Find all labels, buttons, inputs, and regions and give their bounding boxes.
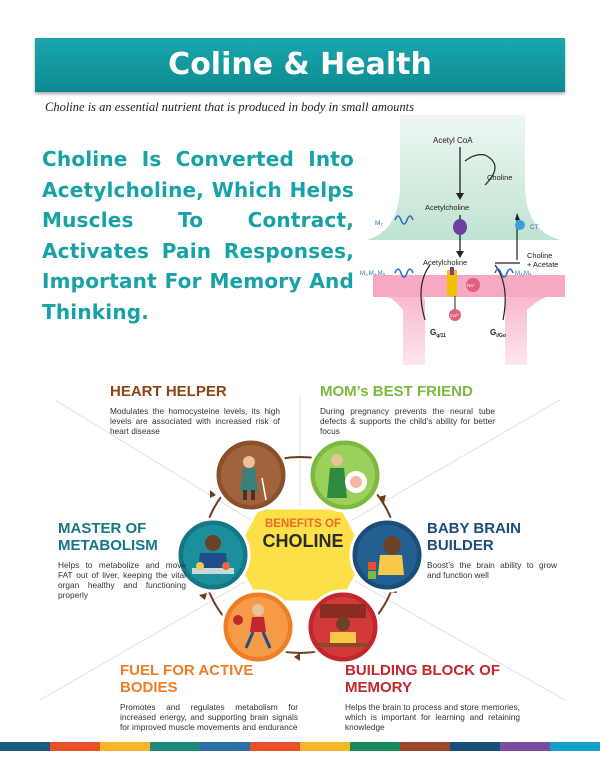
svg-text:Acetylcholine: Acetylcholine — [425, 203, 469, 212]
heart-helper-block: HEART HELPER Modulates the homocysteine … — [110, 383, 280, 436]
fuel-title-line1: FUEL FOR ACTIVE — [120, 662, 254, 679]
stripe-segment — [400, 742, 450, 751]
stripe-segment — [550, 742, 600, 751]
fuel-active-bodies-block: FUEL FOR ACTIVE BODIES Promotes and regu… — [120, 662, 298, 732]
stripe-segment — [350, 742, 400, 751]
mom-best-friend-illustration — [307, 437, 383, 513]
stripe-segment — [450, 742, 500, 751]
subtitle: Choline is an essential nutrient that is… — [45, 100, 414, 114]
baby-brain-title-line2: BUILDER — [427, 537, 494, 554]
synapse-diagram: Acetyl CoA Choline Acetylcholine Acetylc… — [360, 115, 565, 365]
mom-best-friend-desc: During pregnancy prevents the neural tub… — [320, 406, 495, 436]
metabolism-title-line1: MASTER OF — [58, 520, 147, 537]
svg-text:Acetyl CoA: Acetyl CoA — [433, 136, 473, 145]
heart-helper-illustration — [213, 437, 289, 513]
svg-text:Na⁺: Na⁺ — [467, 283, 476, 288]
fuel-desc: Promotes and regulates metabolism for in… — [120, 702, 298, 732]
svg-text:Ca²⁺: Ca²⁺ — [450, 313, 460, 318]
svg-text:Choline: Choline — [527, 251, 552, 260]
stripe-segment — [300, 742, 350, 751]
stripe-segment — [250, 742, 300, 751]
fuel-active-bodies-illustration — [220, 589, 296, 665]
stripe-segment — [500, 742, 550, 751]
baby-brain-block: BABY BRAIN BUILDER Boost’s the brain abi… — [427, 520, 557, 580]
svg-text:Choline: Choline — [487, 173, 512, 182]
memory-block: BUILDING BLOCK OF MEMORY Helps the brain… — [345, 662, 520, 732]
fuel-title-line2: BODIES — [120, 679, 178, 696]
stripe-segment — [150, 742, 200, 751]
mom-best-friend-block: MOM’s BEST FRIEND During pregnancy preve… — [320, 383, 495, 436]
svg-text:Gq/11: Gq/11 — [430, 328, 446, 339]
svg-text:Acetylcholine: Acetylcholine — [423, 258, 467, 267]
baby-brain-desc: Boost’s the brain ability to grow and fu… — [427, 560, 557, 580]
svg-text:+ Acetate: + Acetate — [527, 260, 558, 269]
heart-helper-title: HEART HELPER — [110, 383, 227, 400]
presynaptic-terminal — [367, 115, 560, 240]
center-label: BENEFITS OF CHOLINE — [257, 518, 349, 552]
center-label-line2: CHOLINE — [262, 531, 344, 551]
building-block-memory-illustration — [305, 589, 381, 665]
svg-text:M₁,M₃,M₅: M₁,M₃,M₅ — [360, 271, 386, 277]
baby-brain-builder-illustration — [349, 517, 425, 593]
memory-title-line2: MEMORY — [345, 679, 412, 696]
metabolism-block: MASTER OF METABOLISM Helps to metabolize… — [58, 520, 186, 600]
metabolism-illustration — [175, 517, 251, 593]
metabolism-desc: Helps to metabolize and move FAT out of … — [58, 560, 186, 600]
memory-title-line1: BUILDING BLOCK OF — [345, 662, 500, 679]
svg-text:M₂: M₂ — [375, 220, 383, 227]
stripe-segment — [50, 742, 100, 751]
heart-helper-desc: Modulates the homocysteine levels, its h… — [110, 406, 280, 436]
title-banner: Coline & Health — [35, 38, 565, 92]
bottom-color-stripe — [0, 742, 600, 751]
svg-text:Gi/Go: Gi/Go — [490, 328, 506, 339]
headline: Choline Is Converted Into Acetylcholine,… — [42, 147, 354, 324]
stripe-segment — [0, 742, 50, 751]
stripe-segment — [100, 742, 150, 751]
center-label-line1: BENEFITS OF — [264, 518, 342, 530]
stripe-segment — [200, 742, 250, 751]
metabolism-title-line2: METABOLISM — [58, 537, 158, 554]
page-title: Coline & Health — [168, 47, 432, 82]
svg-text:CT: CT — [530, 224, 539, 231]
mom-best-friend-title: MOM’s BEST FRIEND — [320, 383, 473, 400]
memory-desc: Helps the brain to process and store mem… — [345, 702, 520, 732]
svg-text:M₂,M₄: M₂,M₄ — [515, 271, 532, 277]
baby-brain-title-line1: BABY BRAIN — [427, 520, 521, 537]
